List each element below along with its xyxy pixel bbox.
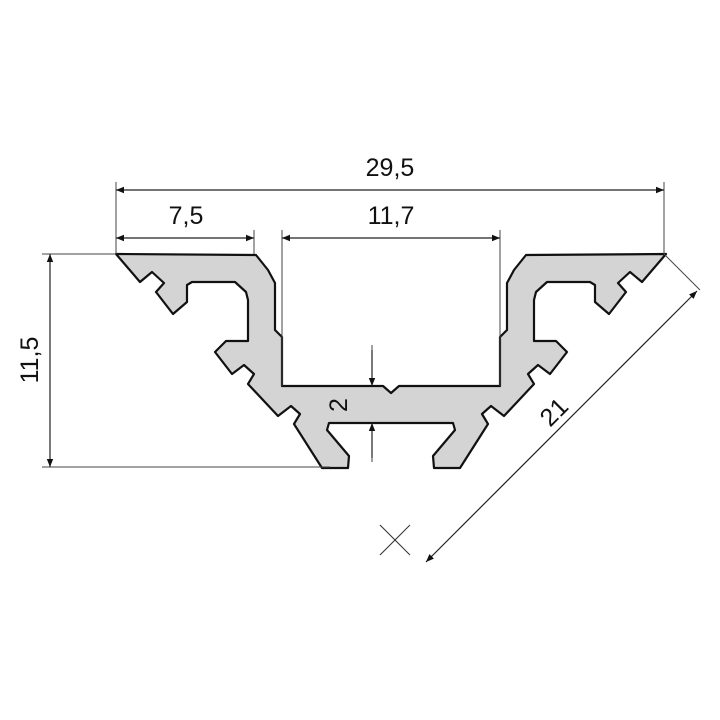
label-flange-width: 7,5 [169, 202, 204, 230]
label-height: 11,5 [16, 337, 44, 384]
corner-cross-mark [379, 524, 411, 556]
label-overall-width: 29,5 [366, 154, 415, 182]
label-channel-width: 11,7 [368, 202, 415, 230]
aluminium-profile-section [114, 252, 668, 470]
dimension-line-diagonal [425, 290, 698, 563]
label-diagonal-width: 21 [535, 393, 574, 432]
label-floor-thickness: 2 [325, 398, 353, 412]
